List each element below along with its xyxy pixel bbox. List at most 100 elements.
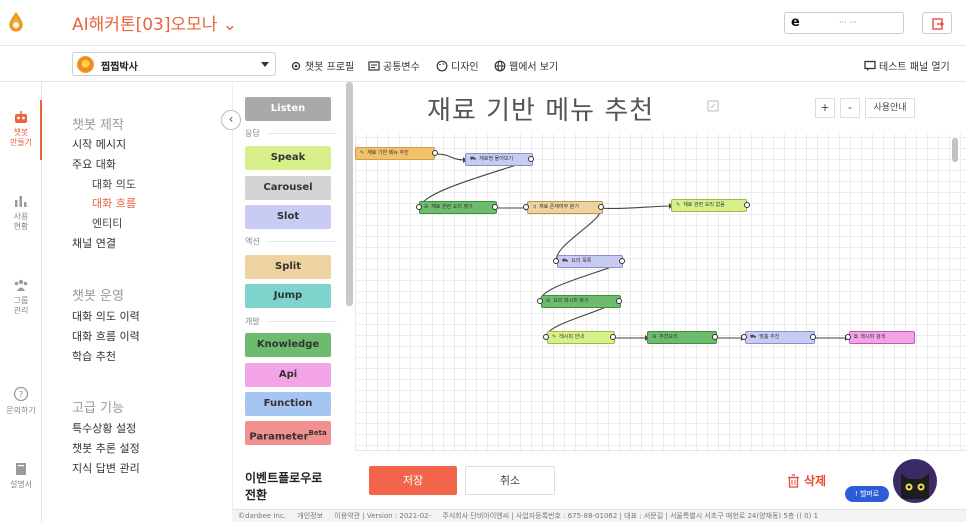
node-port[interactable] xyxy=(610,334,616,340)
zoom-out-button[interactable]: - xyxy=(840,98,860,118)
palette-scrollbar[interactable] xyxy=(346,82,353,306)
bot-name: 찝찝박사 xyxy=(101,62,138,73)
user-name: ··· ··· xyxy=(839,18,857,27)
palette-listen[interactable]: Listen xyxy=(245,97,331,121)
flow-node-slot-dish-list[interactable]: ⛟요리 목록 xyxy=(557,255,623,268)
node-port[interactable] xyxy=(744,202,750,208)
node-label: 재료 관련 요리 찾기 xyxy=(431,204,473,210)
common-variables-button[interactable]: 공통변수 xyxy=(368,58,420,73)
rail-item-contact[interactable]: ? 문의하기 xyxy=(0,386,42,416)
svg-text:?: ? xyxy=(19,391,24,401)
menu-item-intent-history[interactable]: 대화 의도 이력 xyxy=(72,310,140,323)
menu-item-knowledge-mgmt[interactable]: 지식 답변 관리 xyxy=(72,462,140,475)
node-port[interactable] xyxy=(416,204,422,210)
flow-canvas[interactable]: 재료 기반 메뉴 추천 + - 사용안내 xyxy=(355,82,966,450)
footer-company-info: 주식회사 단비아이엔씨 | 사업자등록번호 : 675-88-01062 | 대… xyxy=(442,512,819,520)
flow-node-knowledge-find-recipe[interactable]: ⊞요리 레시피 찾기 xyxy=(541,295,621,308)
rail-item-build[interactable]: 챗봇 만들기 xyxy=(0,110,42,148)
cat-mascot-icon[interactable] xyxy=(893,459,937,503)
app-title-dropdown[interactable]: AI해커톤[03]오모나 ⌄ xyxy=(72,15,238,35)
palette-divider xyxy=(267,321,337,322)
flow-node-slot-custom[interactable]: ⛟맞춤 추천 xyxy=(745,331,815,344)
collapse-palette-button[interactable]: ‹ xyxy=(221,110,241,130)
footer-privacy-link[interactable]: 개인정보 xyxy=(297,512,324,520)
palette-split[interactable]: Split xyxy=(245,255,331,279)
bar-chart-icon xyxy=(15,196,27,207)
flow-node-speak-recipe[interactable]: ✎레시피 안내 xyxy=(547,331,615,344)
flow-node-listen-start[interactable]: ✎재료 기반 메뉴 추천 xyxy=(355,147,435,160)
user-account-box[interactable]: e ··· ··· xyxy=(784,12,904,34)
rail-item-manual[interactable]: 설명서 xyxy=(0,462,42,490)
gear-icon xyxy=(291,61,301,70)
rail-item-group[interactable]: 그룹 관리 xyxy=(0,278,42,316)
cancel-button[interactable]: 취소 xyxy=(465,466,555,495)
menu-item-intent[interactable]: 대화 의도 xyxy=(92,178,136,191)
menu-item-inference[interactable]: 챗봇 추론 설정 xyxy=(72,442,140,455)
menu-item-learning[interactable]: 학습 추천 xyxy=(72,350,116,363)
design-button[interactable]: 디자인 xyxy=(436,58,479,73)
flow-node-speak-no-dish[interactable]: ✎재료 관련 요리 없음 xyxy=(671,199,747,212)
view-on-web-button[interactable]: 웹에서 보기 xyxy=(494,58,558,73)
palette-speak[interactable]: Speak xyxy=(245,146,331,170)
menu-item-flow[interactable]: 대화 흐름 xyxy=(92,197,136,210)
node-port[interactable] xyxy=(523,204,529,210)
delete-button[interactable]: 삭제 xyxy=(787,472,826,489)
menu-item-channel[interactable]: 채널 연결 xyxy=(72,237,116,250)
bot-selector[interactable]: 찝찝박사 xyxy=(72,52,276,76)
node-label: 요리 목록 xyxy=(571,258,592,264)
usage-guide-button[interactable]: 사용안내 xyxy=(865,98,915,118)
rail-active-indicator xyxy=(40,100,42,160)
zoom-in-button[interactable]: + xyxy=(815,98,835,118)
node-port[interactable] xyxy=(553,258,559,264)
knowledge-icon: ⊞ xyxy=(652,334,657,340)
menu-item-flow-history[interactable]: 대화 흐름 이력 xyxy=(72,330,140,343)
flow-node-knowledge-recommend[interactable]: ⊞추천요리 xyxy=(647,331,717,344)
palette-parameter[interactable]: ParameterBeta xyxy=(245,421,331,445)
chatbot-profile-button[interactable]: 챗봇 프로필 xyxy=(290,58,354,73)
palette-slot[interactable]: Slot xyxy=(245,205,331,229)
node-port[interactable] xyxy=(619,258,625,264)
node-port[interactable] xyxy=(845,334,851,340)
flow-node-api-recipe-search[interactable]: ⧉레시피 검색 xyxy=(849,331,915,344)
rail-item-usage[interactable]: 사용 현황 xyxy=(0,194,42,232)
menu-item-start-message[interactable]: 시작 메시지 xyxy=(72,138,127,151)
palette-carousel[interactable]: Carousel xyxy=(245,176,331,200)
ear-icon: ✎ xyxy=(360,150,365,156)
palette-jump[interactable]: Jump xyxy=(245,284,331,308)
node-port[interactable] xyxy=(616,298,622,304)
danbee-logo-icon[interactable] xyxy=(8,12,24,32)
switch-to-event-flow[interactable]: 이벤트플로우로 전환 xyxy=(245,470,322,504)
palette-divider xyxy=(267,133,337,134)
node-port[interactable] xyxy=(543,334,549,340)
slot-icon: ⛟ xyxy=(470,156,477,162)
menu-item-main-dialog[interactable]: 주요 대화 xyxy=(72,158,116,171)
canvas-scrollbar[interactable] xyxy=(952,138,958,162)
node-port[interactable] xyxy=(741,334,747,340)
menu-item-entity[interactable]: 엔티티 xyxy=(92,217,123,230)
palette-function[interactable]: Function xyxy=(245,392,331,416)
node-label: 재료명 물어보기 xyxy=(479,156,514,162)
open-test-panel-button[interactable]: 테스트 패널 열기 xyxy=(864,58,950,73)
logout-button[interactable] xyxy=(922,12,952,34)
node-label: 맞춤 추천 xyxy=(759,334,780,340)
palette-api[interactable]: Api xyxy=(245,363,331,387)
palette-knowledge[interactable]: Knowledge xyxy=(245,333,331,357)
rail-label-group: 그룹 관리 xyxy=(13,296,29,315)
menu-item-special[interactable]: 특수상황 설정 xyxy=(72,422,137,435)
helper-button[interactable]: ! 헬퍼로 xyxy=(845,486,889,502)
chevron-down-icon xyxy=(261,62,269,67)
node-port[interactable] xyxy=(598,204,604,210)
flow-node-slot-ask-ingredient[interactable]: ⛟재료명 물어보기 xyxy=(465,153,533,166)
footer-copyright: ©danbee Inc. xyxy=(238,512,287,520)
palette-label-action: 액션 xyxy=(245,237,260,246)
node-port[interactable] xyxy=(712,334,718,340)
save-button[interactable]: 저장 xyxy=(369,466,457,495)
flow-node-knowledge-find-dish[interactable]: ⊞재료 관련 요리 찾기 xyxy=(419,201,497,214)
flow-node-split-exists[interactable]: ⤨재료 존재여부 분기 xyxy=(527,201,603,214)
node-port[interactable] xyxy=(528,156,534,162)
node-port[interactable] xyxy=(810,334,816,340)
node-port[interactable] xyxy=(537,298,543,304)
node-port[interactable] xyxy=(432,150,438,156)
edit-icon[interactable] xyxy=(707,100,719,112)
node-port[interactable] xyxy=(492,204,498,210)
